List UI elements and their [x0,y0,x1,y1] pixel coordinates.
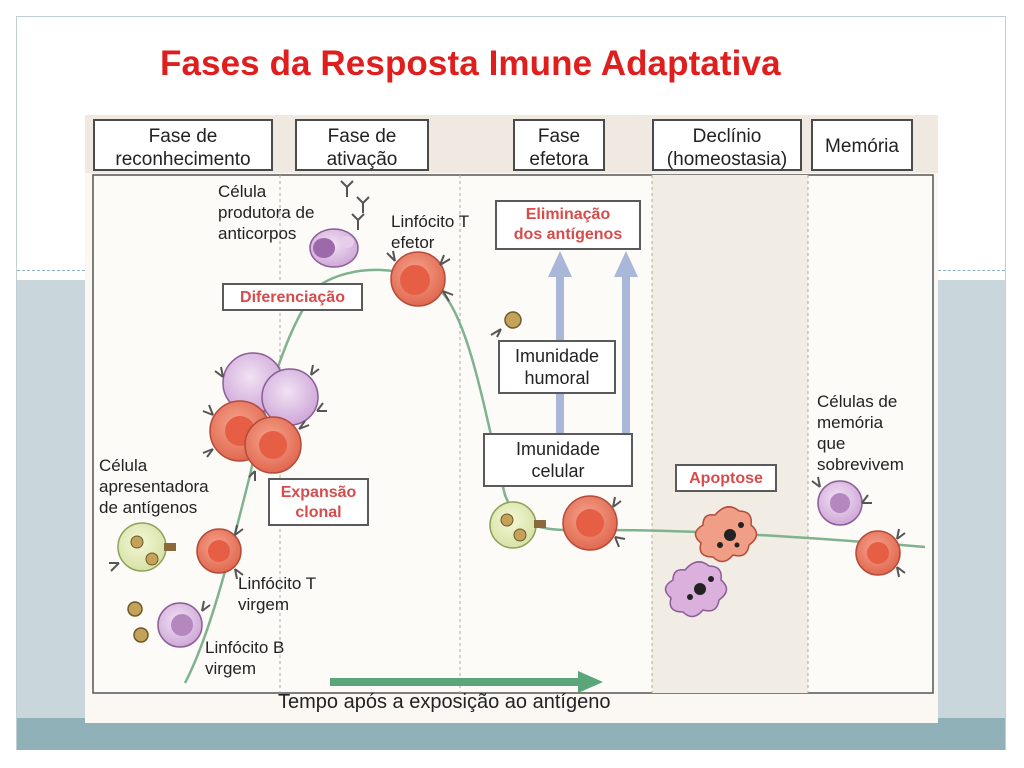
phase-decline-line1: Declínio [692,126,762,147]
differentiation-label: Diferenciação [240,289,345,306]
label-memory-line1: Células de [817,392,898,411]
label-naive-t-cell: Linfócito T virgem [238,573,316,615]
label-memory-line2: memória [817,413,884,432]
label-naive-b-line2: virgem [205,659,257,678]
effector-t-cell [386,250,454,307]
label-antigen-presenting-cell: Célula apresentadora de antígenos [99,455,209,518]
right-dashed-divider [938,270,1005,271]
apoptosis-label: Apoptose [689,470,763,487]
humoral-immunity-box: Imunidade humoral [498,340,616,394]
antigen-icon [490,311,522,338]
time-axis-label: Tempo após a exposição ao antígeno [278,691,611,713]
naive-b-cell [127,600,211,648]
cellular-immunity-line2: celular [531,461,585,481]
label-memory-line3: que [817,434,846,453]
humoral-immunity-line1: Imunidade [514,346,600,366]
effector-apc [489,501,546,549]
phase-decline-line2: (homeostasia) [666,149,788,170]
label-naive-t-line1: Linfócito T [238,574,317,593]
antigen-elimination-line1: Eliminação [525,206,611,223]
phase-effector: Fase efetora [513,119,605,171]
label-memory-cells: Células de memória que sobrevivem [817,391,904,475]
memory-b-cell [811,476,872,526]
label-effector-t-cell: Linfócito T efetor [391,211,469,253]
slide-bottom-band [17,718,1005,750]
time-arrow [330,671,603,693]
left-dashed-divider [17,270,85,271]
apoptosis-box: Apoptose [675,464,777,492]
clonal-expansion-line2: clonal [295,504,342,521]
label-apc-line1: Célula [99,456,148,475]
phase-activation-line2: ativação [326,149,398,170]
label-antibody-cell-line2: produtora de [218,203,315,222]
phase-memory: Memória [811,119,913,171]
apoptotic-cell-1 [694,506,758,563]
immune-response-figure: Fase de reconhecimento Fase de ativação … [85,115,938,723]
phase-activation-line1: Fase de [327,126,397,147]
phase-recognition-line1: Fase de [148,126,218,147]
decline-shaded-region [652,175,808,693]
label-naive-t-line2: virgem [238,595,290,614]
apoptotic-cell-2 [664,561,728,618]
antigen-elimination-box: Eliminação dos antígenos [495,200,641,250]
label-apc-line2: apresentadora [99,477,209,496]
label-effector-t-line2: efetor [391,233,435,252]
phase-activation: Fase de ativação [295,119,429,171]
phase-recognition: Fase de reconhecimento [93,119,273,171]
label-apc-line3: de antígenos [99,498,198,517]
antigen-elimination-line2: dos antígenos [513,226,623,243]
differentiation-box: Diferenciação [222,283,363,311]
clonal-expansion-cells [202,352,327,481]
phase-memory-line1: Memória [825,136,899,157]
effector-t-cell-2 [562,495,626,551]
slide-title: Fases da Resposta Imune Adaptativa [160,44,781,83]
label-antibody-cell-line3: anticorpos [218,224,297,243]
label-naive-b-cell: Linfócito B virgem [205,637,284,679]
plasma-cell [309,228,359,268]
label-antibody-producing-cell: Célula produtora de anticorpos [218,181,314,244]
clonal-expansion-line1: Expansão [280,484,357,501]
phase-decline: Declínio (homeostasia) [652,119,802,171]
elimination-arrow-right [614,251,638,433]
label-naive-b-line1: Linfócito B [205,638,285,657]
humoral-immunity-line2: humoral [524,368,590,388]
cellular-immunity-box: Imunidade celular [483,433,633,487]
antigen-presenting-cell [109,522,176,572]
label-memory-line4: sobrevivem [817,455,904,474]
label-effector-t-line1: Linfócito T [391,212,470,231]
phase-recognition-line2: reconhecimento [115,149,251,170]
memory-t-cell [855,528,906,578]
clonal-expansion-box: Expansão clonal [268,478,369,526]
phase-effector-line1: Fase [537,126,581,147]
antibody-icon [340,180,370,230]
cellular-immunity-line1: Imunidade [515,439,601,459]
label-antibody-cell-line1: Célula [218,182,267,201]
phase-effector-line2: efetora [529,149,589,170]
naive-t-cell [196,524,244,580]
